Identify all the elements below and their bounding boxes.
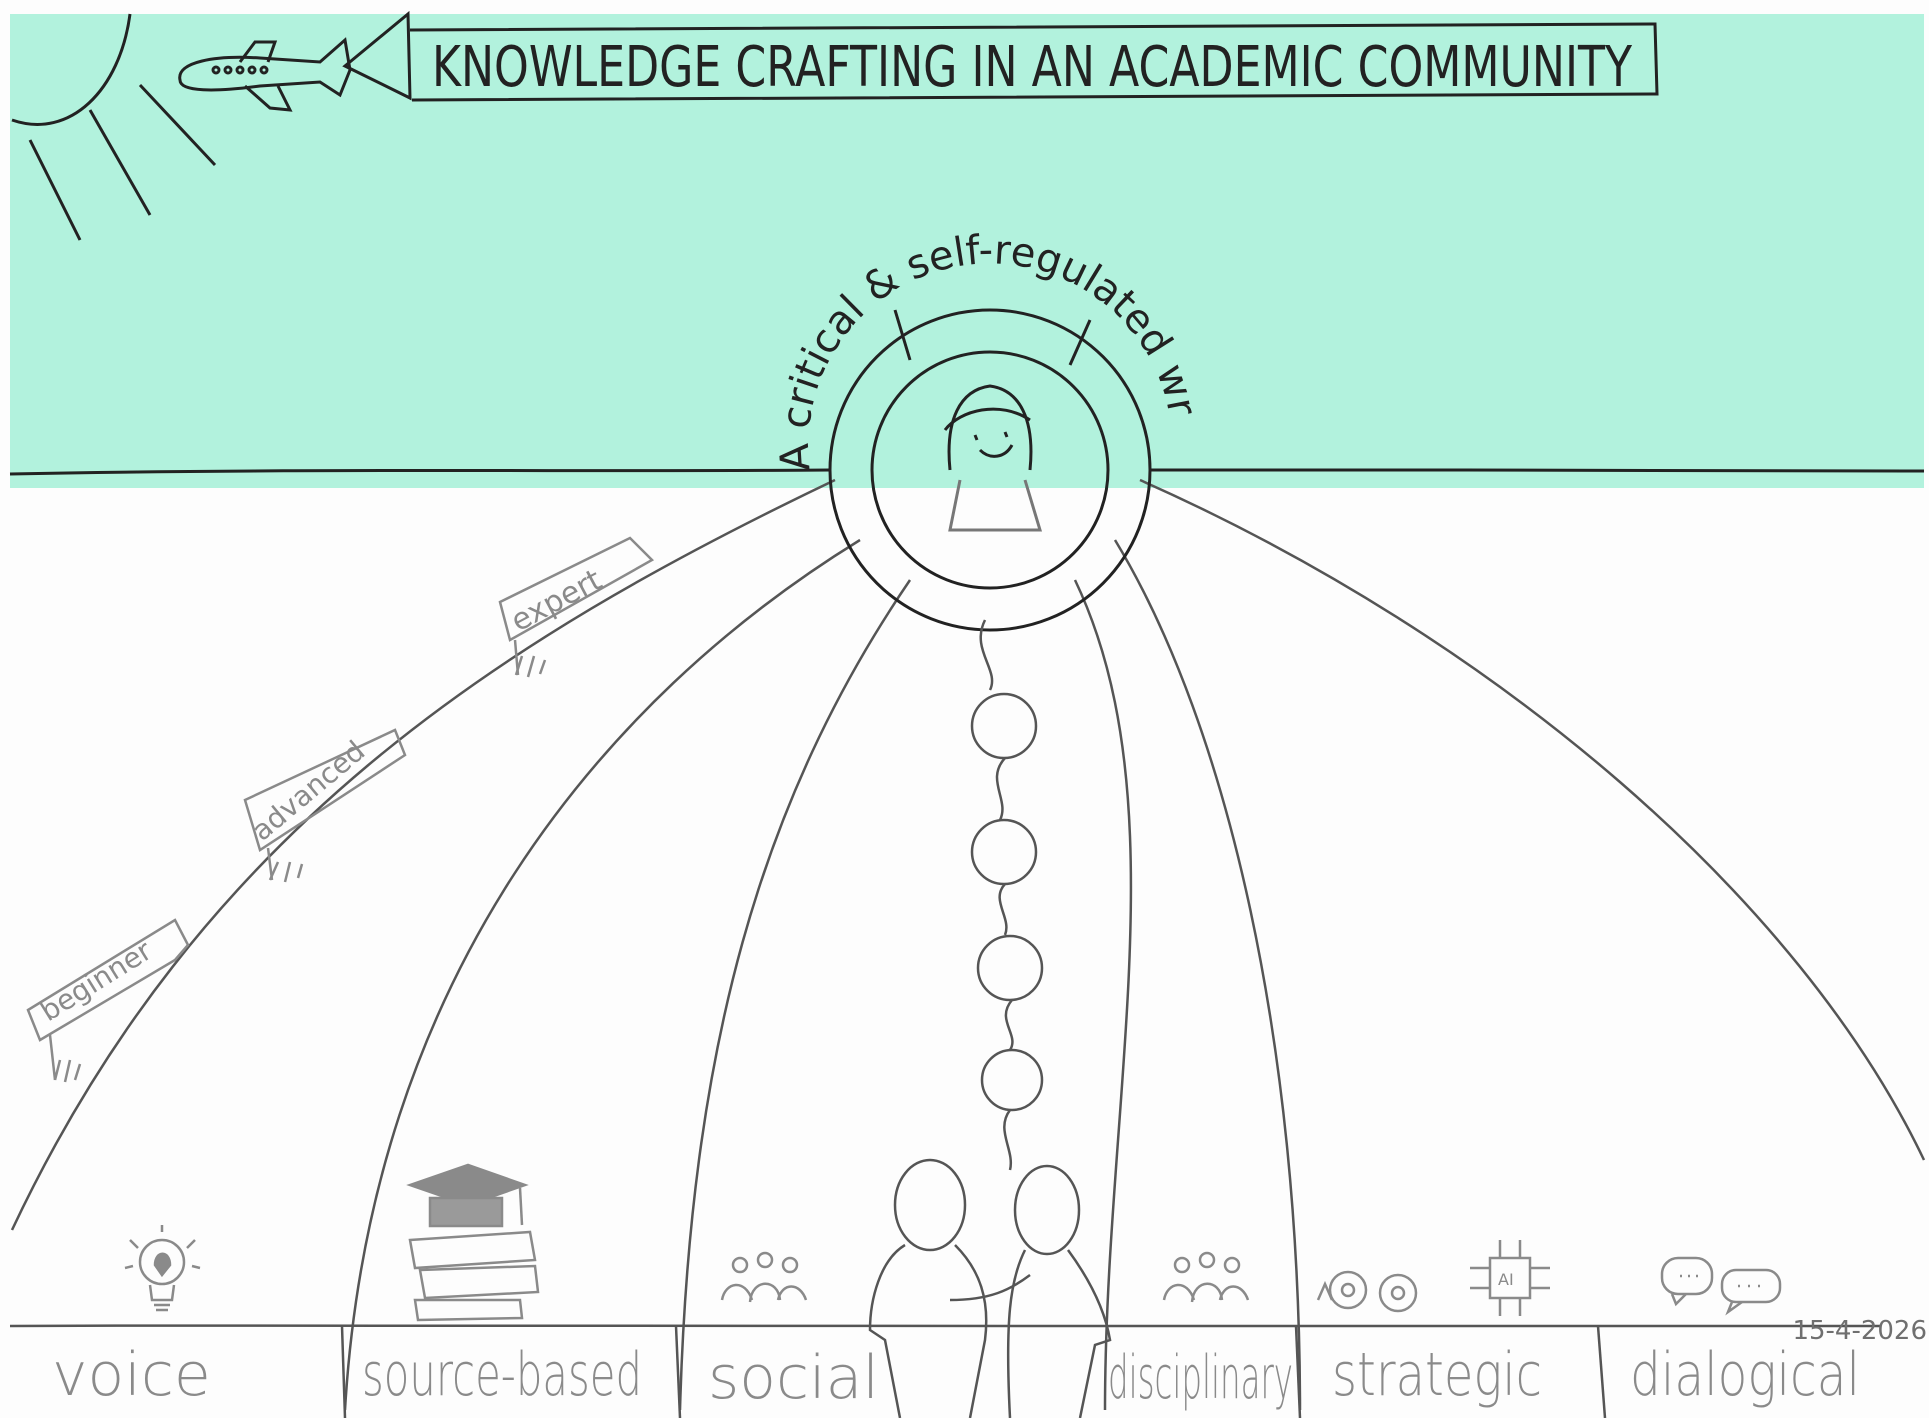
horizon-line — [9, 468, 1925, 476]
thought-chain — [970, 619, 1044, 1171]
writer-figure — [943, 384, 1043, 532]
category-label-strategic: strategic — [1332, 1340, 1542, 1410]
lightbulb-icon — [124, 1225, 201, 1312]
category-label-voice: voice — [52, 1340, 211, 1410]
date-stamp: 15-4-2026 — [1792, 1316, 1927, 1346]
sun-icon — [11, 13, 217, 241]
people-group-icon — [720, 1251, 808, 1303]
page-title: KNOWLEDGE CRAFTING IN AN ACADEMIC COMMUN… — [432, 35, 1633, 100]
title-banner: KNOWLEDGE CRAFTING IN AN ACADEMIC COMMUN… — [342, 10, 1659, 102]
gears-ai-chip-icon: AI — [1316, 1240, 1550, 1316]
airplane-icon — [178, 37, 352, 112]
two-figures — [868, 1158, 1112, 1418]
books-graduation-cap-icon — [406, 1163, 540, 1322]
writer-circles — [828, 308, 1152, 632]
ground-line — [9, 1324, 1881, 1328]
ai-chip-text: AI — [1498, 1270, 1514, 1289]
category-label-social: social — [708, 1343, 879, 1413]
category-label-disciplinary: disciplinary — [1108, 1343, 1293, 1413]
people-group-icon — [1162, 1251, 1250, 1303]
category-label-source-based: source-based — [362, 1340, 642, 1410]
path-rays — [10, 478, 1926, 1411]
speech-bubbles-icon — [1660, 1256, 1782, 1316]
category-label-dialogical: dialogical — [1630, 1340, 1860, 1410]
signpost-expert: expert — [498, 536, 655, 678]
signpost-advanced: advanced — [243, 728, 407, 883]
category-separators — [340, 1325, 1607, 1418]
